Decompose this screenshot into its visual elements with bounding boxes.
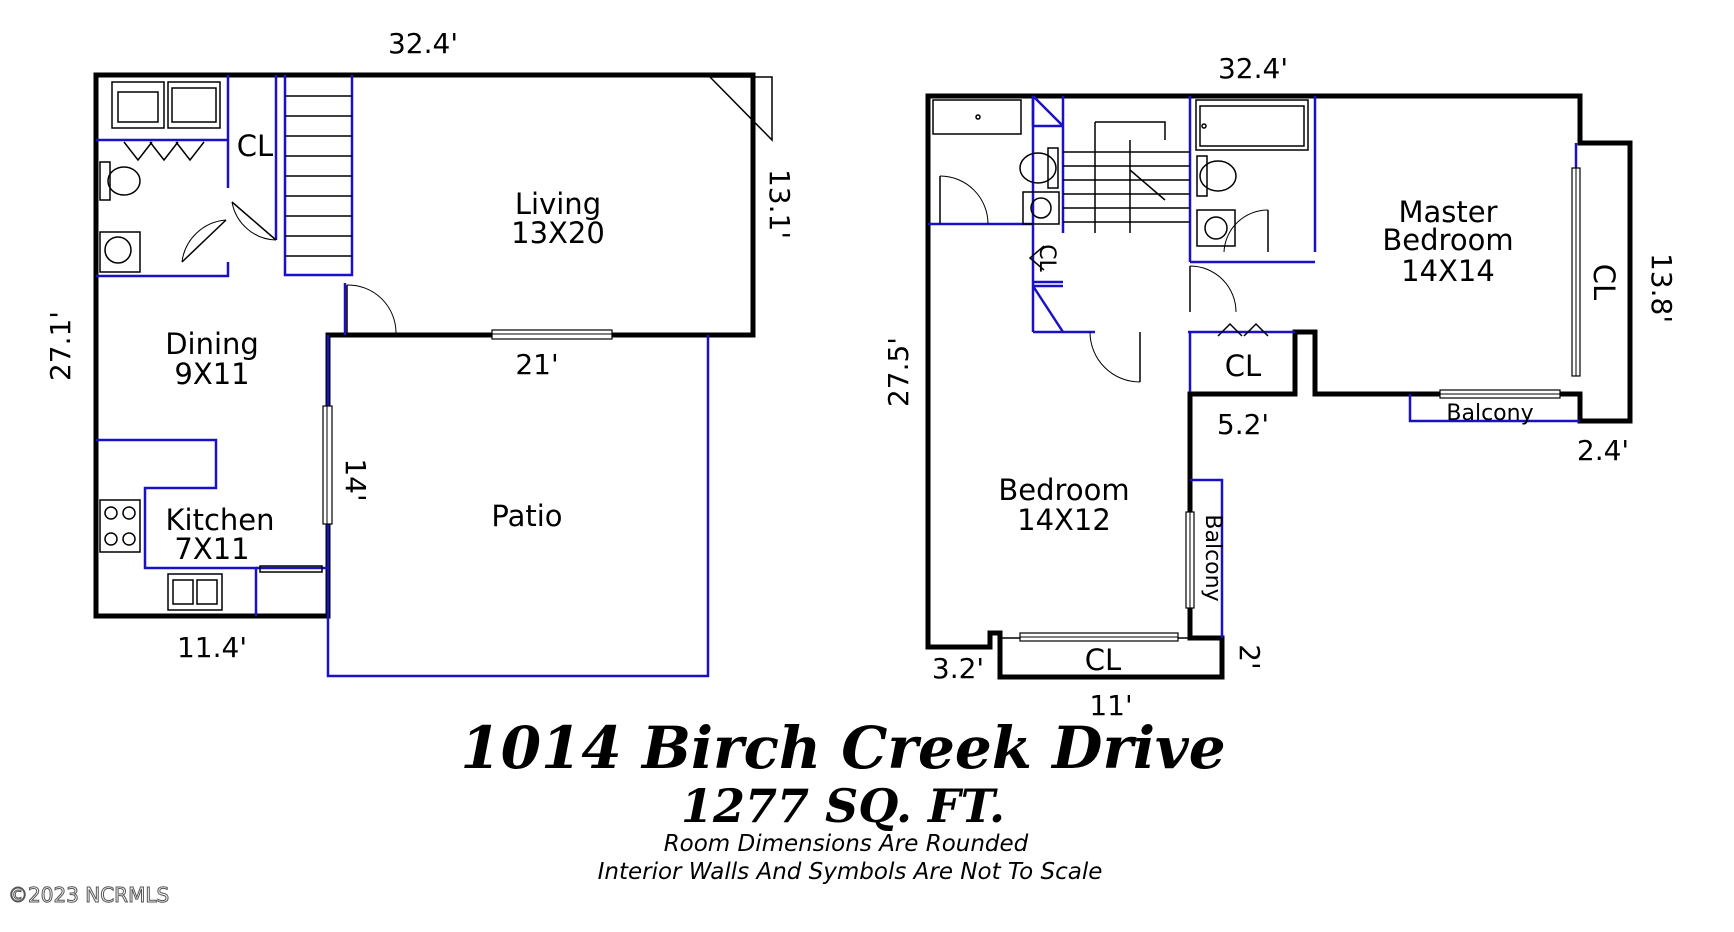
closet-x-top	[1031, 95, 1064, 128]
bedroom-door-icon	[1089, 331, 1141, 383]
washer-dryer-icon	[111, 81, 221, 129]
first-floor-top-dimension: 32.4'	[388, 27, 458, 60]
kitchen-name: Kitchen	[166, 503, 275, 537]
first-floor-right-dimension: 13.1'	[763, 169, 796, 239]
bath-closet-label: CL	[1034, 244, 1059, 272]
closet-door-icon	[231, 201, 277, 241]
bottom-left-dimension: 3.2'	[932, 652, 984, 685]
master-closet-door-icon	[1571, 167, 1581, 377]
hall-closet-label: CL	[1225, 349, 1261, 383]
bathtub-icon	[1195, 99, 1309, 151]
bath-wall	[96, 262, 230, 278]
bedroom-sliding-door-icon	[1185, 511, 1195, 609]
toilet-icon	[99, 161, 141, 201]
first-floor-closet-label: CL	[237, 129, 273, 163]
second-floor-top-dimension: 32.4'	[1218, 52, 1288, 85]
square-footage: 1277 SQ. FT.	[681, 779, 1005, 833]
second-floor-left-dimension: 27.5'	[882, 337, 915, 407]
first-floor-stairs	[285, 95, 352, 257]
bedroom-balcony-label: Balcony	[1200, 514, 1225, 601]
kitchen-sink-icon	[167, 573, 223, 611]
first-floor-left-dimension: 27.1'	[44, 311, 77, 381]
master-balcony-outline	[1408, 394, 1580, 423]
notch-dimension: 5.2'	[1217, 408, 1269, 441]
master-door-icon	[1189, 265, 1237, 313]
bedroom-closet-label: CL	[1085, 643, 1121, 677]
kitchen-size: 7X11	[174, 532, 249, 566]
footer: 1014 Birch Creek Drive 1277 SQ. FT. Room…	[8, 714, 1226, 908]
rounding-note: Room Dimensions Are Rounded	[664, 831, 1029, 857]
master-bedroom-name-line1: Master	[1398, 195, 1497, 229]
range-icon	[99, 499, 141, 553]
patio-label: Patio	[491, 499, 562, 533]
dining-room-size: 9X11	[174, 357, 249, 391]
living-room-size: 13X20	[511, 216, 605, 250]
property-address: 1014 Birch Creek Drive	[460, 714, 1225, 782]
stair-wall	[283, 75, 354, 277]
first-floor-plan: 32.4' 13.1' 27.1' 21' 14' 11.4' CL Livin…	[44, 27, 796, 678]
bedroom-closet-sliding-door-icon	[1019, 632, 1179, 642]
kitchen-sliding-door-icon	[322, 405, 333, 525]
hall-toilet-icon	[1019, 147, 1059, 189]
stair-walls	[1061, 96, 1192, 262]
closet-walls	[1033, 280, 1192, 392]
bath-closet-chevron-icon	[1028, 245, 1045, 271]
second-floor-exterior-wall	[925, 93, 1633, 680]
patio-sliding-door-icon	[491, 329, 613, 340]
dining-room-name: Dining	[165, 327, 259, 361]
closet-x-bottom	[1031, 284, 1065, 333]
front-door-icon	[346, 284, 397, 334]
fridge-icon	[259, 565, 323, 573]
second-floor-right-dimension: 13.8'	[1645, 253, 1678, 323]
shelf-chevrons-icon	[123, 141, 205, 162]
first-floor-bottom-dimension: 11.4'	[177, 631, 247, 664]
bath-sink-icon	[99, 231, 141, 273]
bath-door-icon	[181, 219, 227, 263]
living-bottom-dimension: 21'	[515, 348, 558, 381]
master-toilet-icon	[1196, 155, 1237, 197]
scale-note: Interior Walls And Symbols Are Not To Sc…	[598, 859, 1103, 885]
master-bedroom-name-line2: Bedroom	[1382, 223, 1513, 257]
master-sliding-door-icon	[1439, 389, 1561, 399]
second-floor-plan: 32.4' 13.8' 27.5' 5.2' 2.4' 3.2' 11' 2' …	[882, 52, 1678, 722]
balcony-depth-dimension: 2.4'	[1577, 434, 1629, 467]
bath-walls	[928, 222, 1315, 264]
hall-closet-bifold-icon	[1217, 322, 1269, 337]
hall-sink-icon	[1022, 191, 1060, 225]
hall-bath-door-icon	[939, 175, 989, 225]
second-floor-bottom-dimension: 11'	[1089, 689, 1132, 722]
stair-hall-wall	[1031, 96, 1295, 334]
master-balcony-label: Balcony	[1446, 401, 1533, 426]
second-floor-stairs	[1063, 121, 1190, 233]
master-closet-label: CL	[1587, 264, 1621, 300]
patio-side-dimension: 14'	[339, 458, 372, 501]
closet-depth-dimension: 2'	[1233, 644, 1266, 670]
living-corner-door-icon	[708, 76, 773, 142]
copyright-watermark: ©2023 NCRMLS	[8, 883, 169, 907]
master-sink-icon	[1196, 209, 1236, 247]
living-room-name: Living	[515, 187, 601, 221]
bedroom-name: Bedroom	[998, 473, 1129, 507]
hall-tub-icon	[932, 99, 1022, 135]
master-bedroom-size: 14X14	[1401, 254, 1495, 288]
master-bath-door-icon	[1223, 209, 1269, 253]
bedroom-balcony-outline	[1190, 478, 1224, 638]
bedroom-size: 14X12	[1017, 503, 1111, 537]
